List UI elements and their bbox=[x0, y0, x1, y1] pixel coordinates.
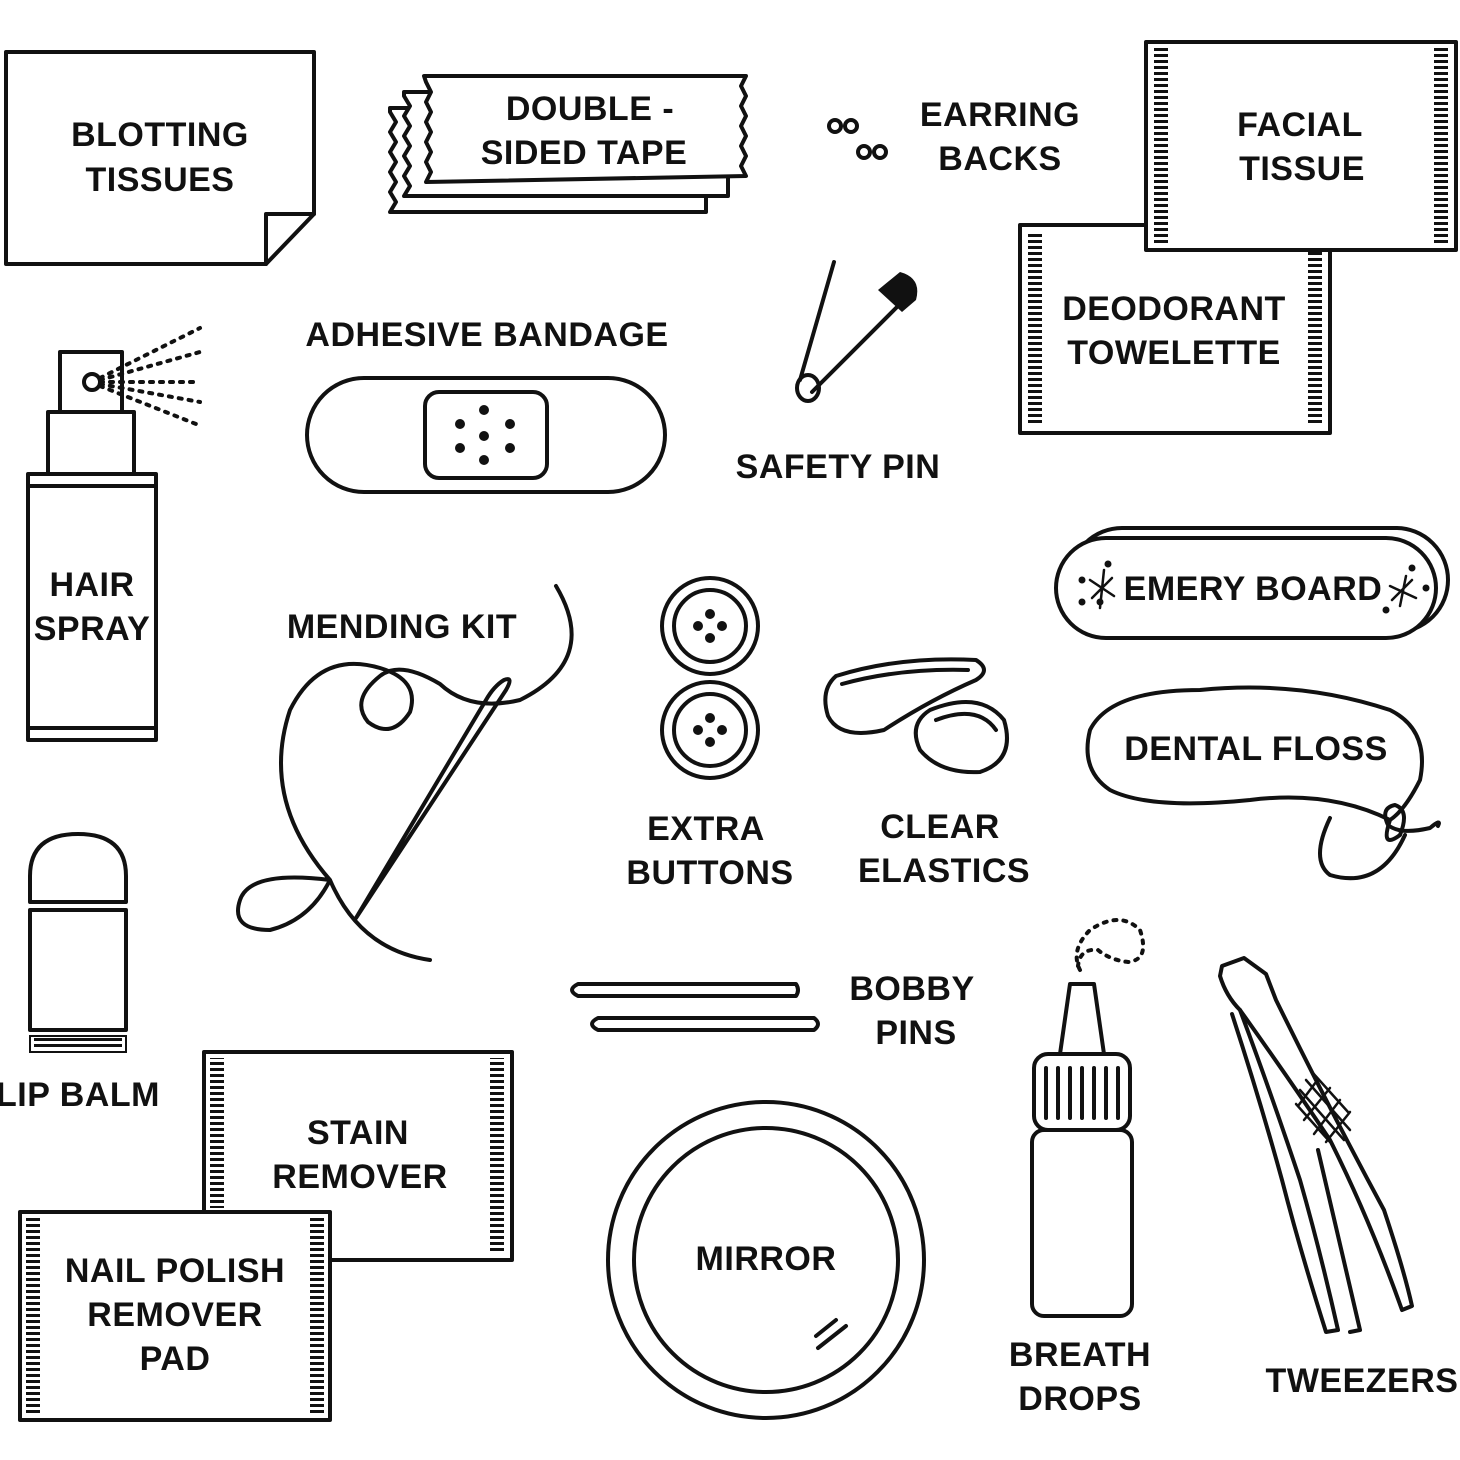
label-line: TOWELETTE bbox=[1067, 334, 1281, 372]
label-line: REMOVER bbox=[87, 1296, 262, 1334]
label-line: TISSUES bbox=[86, 161, 235, 199]
label-line: TISSUE bbox=[1239, 150, 1365, 188]
remover-pad-packet-icon bbox=[18, 1210, 332, 1422]
sparkle-icon bbox=[1382, 564, 1430, 614]
label-line: PINS bbox=[875, 1014, 956, 1052]
floss-string-icon bbox=[1085, 685, 1441, 881]
label-line: ELASTICS bbox=[858, 852, 1030, 890]
spray-bottle-icon bbox=[26, 350, 158, 742]
label-line: PAD bbox=[140, 1340, 211, 1378]
label-line: EARRING bbox=[920, 96, 1080, 134]
packet-seal-left bbox=[210, 1058, 224, 1208]
label-line: DENTAL FLOSS bbox=[1124, 730, 1388, 768]
hair-spray: HAIR SPRAY bbox=[26, 326, 202, 742]
label-line: NAIL POLISH bbox=[65, 1252, 285, 1290]
facial-tissue: FACIAL TISSUE bbox=[1144, 40, 1458, 252]
label-line: EXTRA bbox=[647, 810, 765, 848]
lip-balm-icon bbox=[28, 832, 128, 1053]
extra-buttons: EXTRA BUTTONS bbox=[626, 576, 793, 892]
emery-board-icon bbox=[1054, 536, 1438, 640]
label-line: REMOVER bbox=[272, 1158, 447, 1196]
label-line: HAIR bbox=[49, 566, 134, 604]
label-line: MIRROR bbox=[696, 1240, 837, 1278]
blotting-tissues: BLOTTING TISSUES bbox=[4, 50, 316, 266]
earring-back-icon bbox=[856, 144, 888, 160]
towelette-packet-icon bbox=[1018, 223, 1332, 435]
label-line: BOBBY bbox=[849, 970, 974, 1008]
label-line: DROPS bbox=[1018, 1380, 1141, 1418]
stain-remover: STAIN REMOVER bbox=[202, 1050, 514, 1262]
clear-elastics: CLEAR ELASTICS bbox=[823, 657, 1030, 890]
lip-balm: LIP BALM bbox=[0, 832, 160, 1114]
sparkle-icon bbox=[1078, 560, 1116, 610]
bandage-icon bbox=[305, 376, 667, 494]
breath-drops: BREATH DROPS bbox=[1009, 918, 1151, 1418]
label-line: MENDING KIT bbox=[287, 608, 517, 646]
label-line: CLEAR bbox=[880, 808, 1000, 846]
label-line: FACIAL bbox=[1237, 106, 1363, 144]
mirror: MIRROR bbox=[606, 1100, 926, 1420]
label-line: TWEEZERS bbox=[1266, 1362, 1459, 1400]
folded-corner-icon bbox=[264, 212, 316, 266]
tissue-sheet-icon bbox=[4, 50, 316, 266]
label-line: ADHESIVE BANDAGE bbox=[305, 316, 668, 354]
nail-polish-remover-pad: NAIL POLISH REMOVER PAD bbox=[18, 1210, 332, 1422]
adhesive-bandage: ADHESIVE BANDAGE bbox=[305, 316, 668, 494]
stain-remover-packet-icon bbox=[202, 1050, 514, 1262]
label-line: BLOTTING bbox=[71, 116, 249, 154]
label-line: SAFETY PIN bbox=[736, 448, 941, 486]
label-line: EMERY BOARD bbox=[1124, 570, 1383, 608]
label-line: LIP BALM bbox=[0, 1076, 160, 1114]
safety-pin-icon bbox=[795, 260, 918, 403]
packet-seal-right bbox=[490, 1058, 504, 1254]
bobby-pin-icon bbox=[570, 982, 800, 998]
tissue-packet-icon bbox=[1144, 40, 1458, 252]
dropper-bottle-icon bbox=[1030, 918, 1145, 1318]
bobby-pins: BOBBY PINS bbox=[570, 970, 974, 1052]
label-line: DEODORANT bbox=[1062, 290, 1286, 328]
label-line: BREATH bbox=[1009, 1336, 1151, 1374]
packet-seal-left bbox=[26, 1218, 40, 1414]
needle-and-thread-icon bbox=[236, 584, 574, 962]
mending-kit: MENDING KIT bbox=[236, 584, 574, 962]
emery-board: EMERY BOARD bbox=[1054, 526, 1450, 640]
button-icon bbox=[660, 576, 760, 676]
label-line: BACKS bbox=[938, 140, 1061, 178]
tweezers: TWEEZERS bbox=[1218, 956, 1459, 1400]
double-sided-tape: DOUBLE - SIDED TAPE bbox=[388, 74, 748, 214]
packet-seal-right bbox=[310, 1218, 324, 1414]
elastic-band-icon bbox=[913, 700, 1009, 775]
label-line: STAIN bbox=[307, 1114, 409, 1152]
packet-seal-left bbox=[1028, 232, 1042, 426]
bandage-pad-icon bbox=[423, 390, 549, 480]
packet-seal-right bbox=[1434, 48, 1448, 244]
label-line: DOUBLE - bbox=[506, 90, 674, 128]
safety-pin: SAFETY PIN bbox=[736, 260, 941, 486]
dental-floss: DENTAL FLOSS bbox=[1085, 685, 1441, 881]
tape-strip-icon bbox=[422, 74, 748, 184]
earring-back-icon bbox=[827, 118, 859, 134]
earring-backs: EARRING BACKS bbox=[827, 96, 1080, 178]
label-line: BUTTONS bbox=[626, 854, 793, 892]
elastic-band-icon bbox=[823, 657, 986, 735]
mirror-icon bbox=[606, 1100, 926, 1420]
label-line: SPRAY bbox=[34, 610, 151, 648]
tweezers-icon bbox=[1218, 956, 1414, 1334]
spray-mist-icon bbox=[98, 326, 202, 426]
packet-seal-right bbox=[1308, 252, 1322, 426]
bobby-pin-icon bbox=[590, 1016, 820, 1032]
button-icon bbox=[660, 680, 760, 780]
label-line: SIDED TAPE bbox=[481, 134, 688, 172]
packet-seal-left bbox=[1154, 48, 1168, 244]
deodorant-towelette: DEODORANT TOWELETTE bbox=[1018, 223, 1332, 435]
